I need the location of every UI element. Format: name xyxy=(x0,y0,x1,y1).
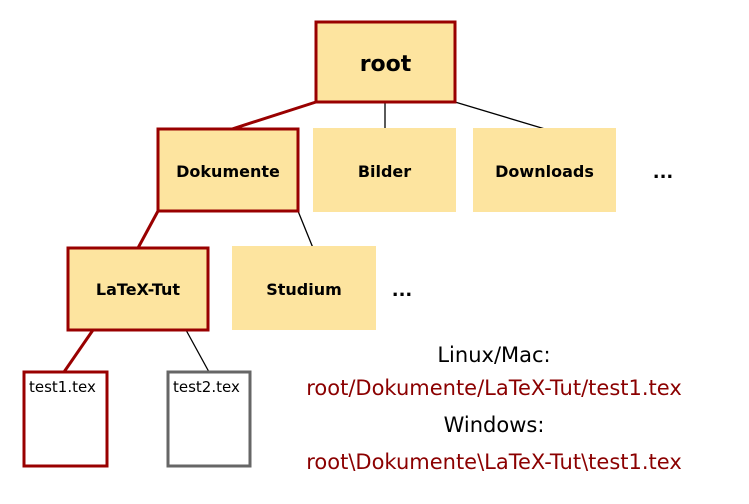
caption-windows-label: Windows: xyxy=(443,413,545,437)
node-root-label: root xyxy=(360,52,412,77)
node-latex-tut[interactable]: LaTeX-Tut xyxy=(66,246,210,332)
node-studium-label: Studium xyxy=(266,280,342,299)
edge-root-dokumente xyxy=(231,100,317,131)
edge-root-downloads xyxy=(454,101,546,130)
file-test2-label: test2.tex xyxy=(173,378,240,396)
caption-linux-label: Linux/Mac: xyxy=(437,343,551,367)
node-dokumente[interactable]: Dokumente xyxy=(156,127,300,213)
node-downloads[interactable]: Downloads xyxy=(473,128,616,212)
edge-dokumente-studium xyxy=(297,210,314,249)
more-level1-ellipsis: ... xyxy=(653,162,674,183)
node-bilder[interactable]: Bilder xyxy=(313,128,456,212)
node-dokumente-label: Dokumente xyxy=(176,162,280,181)
edge-latextut-test2 xyxy=(185,329,210,373)
node-bilder-label: Bilder xyxy=(358,162,411,181)
caption-windows-path: root\Dokumente\LaTeX-Tut\test1.tex xyxy=(306,450,682,474)
node-root[interactable]: root xyxy=(314,20,457,104)
node-latex-tut-label: LaTeX-Tut xyxy=(96,280,181,299)
file-test2[interactable]: test2.tex xyxy=(166,370,252,468)
node-downloads-label: Downloads xyxy=(495,162,594,181)
file-test1[interactable]: test1.tex xyxy=(22,370,109,468)
more-level2-ellipsis: ... xyxy=(392,280,413,301)
edge-latextut-test1 xyxy=(62,329,95,373)
caption-linux-path: root/Dokumente/LaTeX-Tut/test1.tex xyxy=(306,376,682,400)
edge-dokumente-latextut xyxy=(136,210,160,249)
node-studium[interactable]: Studium xyxy=(232,246,376,330)
file-test1-label: test1.tex xyxy=(29,378,96,396)
